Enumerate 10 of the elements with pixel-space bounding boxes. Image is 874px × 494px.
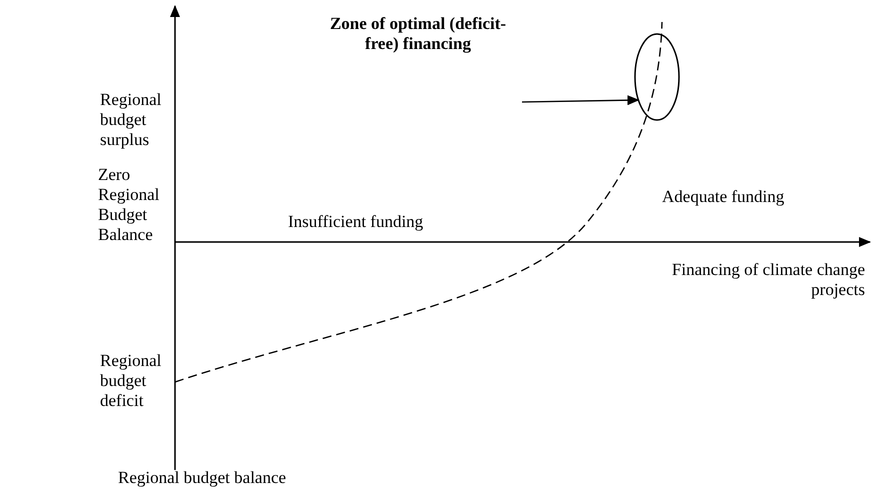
region-label: Adequate funding <box>662 187 786 207</box>
axis-label: Regional budget deficit <box>100 351 162 411</box>
axis-label: Regional budget surplus <box>100 90 162 150</box>
zone-ellipse <box>634 33 680 121</box>
callout-text: Zone of optimal (deficit-free) financing <box>318 14 518 54</box>
axis-label: Financing of climate change projects <box>670 260 865 300</box>
arrow <box>522 95 640 106</box>
region-label: Insufficient funding <box>288 212 424 232</box>
axis-label: Zero Regional Budget Balance <box>98 165 160 245</box>
axis-title: Regional budget balance <box>118 468 288 488</box>
